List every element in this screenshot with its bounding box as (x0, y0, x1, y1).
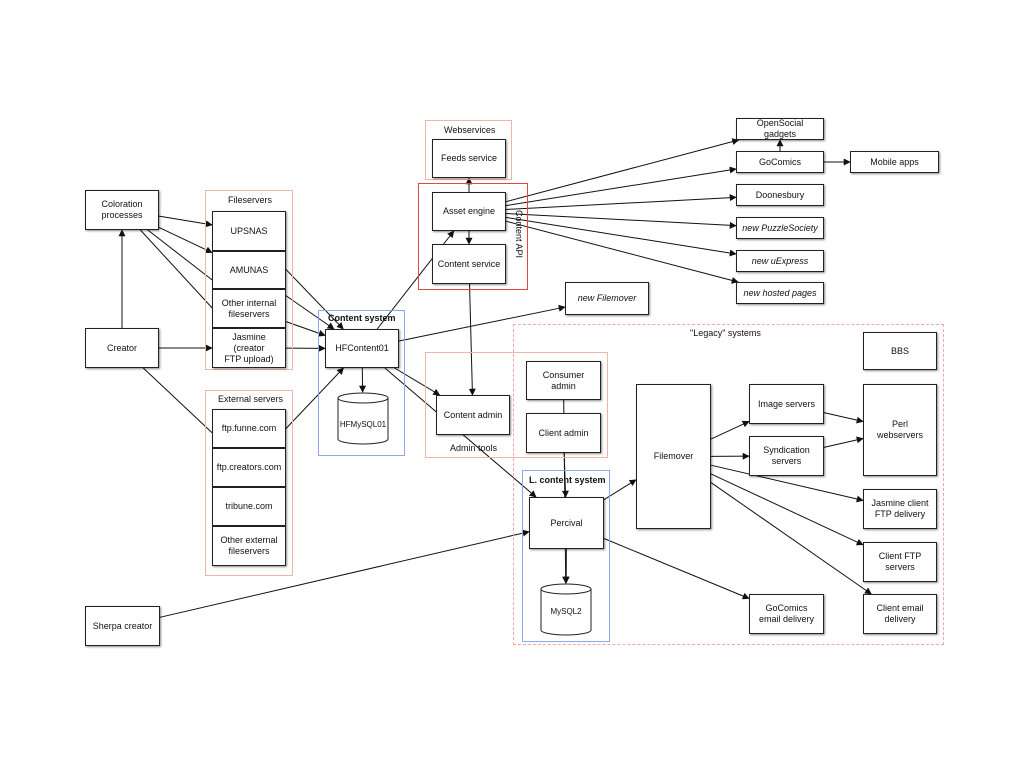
consumer-admin-node[interactable]: Consumer admin (526, 361, 601, 400)
connector-asset_engine-to-doonesbury (505, 194, 737, 211)
l-content-system-group (522, 470, 610, 642)
connector-percival-to-gocomics_email (603, 538, 750, 600)
filemover-node[interactable]: Filemover (636, 384, 711, 529)
connector-filemover-to-client_ftp (710, 473, 864, 546)
fileservers-group (205, 190, 293, 370)
connector-filemover-to-client_email (710, 482, 872, 595)
gocomics-email-delivery-node[interactable]: GoComics email delivery (749, 594, 824, 634)
gocomics-node[interactable]: GoComics (736, 151, 824, 173)
legacy-systems-group-label: "Legacy" systems (690, 328, 761, 338)
jasmine-creator-ftp-upload-node[interactable]: Jasmine (creator FTP upload) (212, 328, 286, 368)
hfmysql01-label: HFMySQL01 (339, 420, 387, 429)
sherpa-creator-node[interactable]: Sherpa creator (85, 606, 160, 646)
hfcontent01-node[interactable]: HFContent01 (325, 329, 399, 368)
external-servers-group-label: External servers (218, 394, 284, 404)
connector-coloration-to-amunas (158, 227, 213, 253)
amunas-node[interactable]: AMUNAS (212, 251, 286, 289)
content-system-group (318, 310, 405, 456)
image-servers-node[interactable]: Image servers (749, 384, 824, 424)
webservices-group (425, 120, 512, 180)
content-service-node[interactable]: Content service (432, 244, 506, 284)
content-api-group (418, 183, 528, 290)
jasmine-client-ftp-delivery-node[interactable]: Jasmine client FTP delivery (863, 489, 937, 529)
other-external-fileservers-node[interactable]: Other external fileservers (212, 526, 286, 566)
new-hosted-pages-node[interactable]: new hosted pages (736, 282, 824, 304)
connector-coloration-to-upsnas (158, 215, 213, 228)
connector-asset_engine-to-gocomics (505, 166, 737, 207)
mysql2-database[interactable]: MySQL2 (540, 583, 592, 637)
connector-hfcontent-to-content_admin (394, 367, 441, 396)
coloration-processes-node[interactable]: Coloration processes (85, 190, 159, 230)
admin-tools-group (425, 352, 608, 458)
client-admin-node[interactable]: Client admin (526, 413, 601, 453)
client-ftp-servers-node[interactable]: Client FTP servers (863, 542, 937, 582)
admin-tools-group-label: Admin tools (450, 443, 498, 453)
webservices-group-label: Webservices (444, 125, 496, 135)
new-puzzlesociety-node[interactable]: new PuzzleSociety (736, 217, 824, 239)
fileservers-group-label: Fileservers (228, 195, 273, 205)
ftp-creators-node[interactable]: ftp.creators.com (212, 448, 286, 487)
mysql2-label: MySQL2 (550, 607, 582, 616)
content-admin-node[interactable]: Content admin (436, 395, 510, 435)
connector-filemover-to-image_servers (710, 420, 750, 440)
doonesbury-node[interactable]: Doonesbury (736, 184, 824, 206)
database-cylinder-icon (337, 392, 389, 445)
new-uexpress-node[interactable]: new uExpress (736, 250, 824, 272)
connector-hfcontent-to-new_filemover (398, 304, 566, 342)
asset-engine-node[interactable]: Asset engine (432, 192, 506, 231)
hfmysql01-database[interactable]: HFMySQL01 (337, 392, 389, 446)
l-content-system-group-label: L. content system (529, 475, 606, 485)
new-filemover-node[interactable]: new Filemover (565, 282, 649, 315)
external-servers-group (205, 390, 293, 576)
connector-coloration-to-other_internal (147, 229, 225, 290)
feeds-service-node[interactable]: Feeds service (432, 139, 506, 178)
mobile-apps-node[interactable]: Mobile apps (850, 151, 939, 173)
percival-node[interactable]: Percival (529, 497, 604, 549)
connector-asset_engine-to-opensocial (505, 138, 740, 203)
upsnas-node[interactable]: UPSNAS (212, 211, 286, 251)
connector-asset_engine-to-hosted (505, 220, 739, 284)
content-api-group-label: Content API (514, 210, 524, 259)
connector-image_servers-to-perl (823, 412, 864, 424)
syndication-servers-node[interactable]: Syndication servers (749, 436, 824, 476)
legacy-systems-group (513, 324, 944, 645)
connector-asset_engine-to-uexpress (505, 216, 737, 257)
perl-webservers-node[interactable]: Perl webservers (863, 384, 937, 476)
content-system-group-label: Content system (328, 313, 396, 323)
creator-node[interactable]: Creator (85, 328, 159, 368)
opensocial-gadgets-node[interactable]: OpenSocial gadgets (736, 118, 824, 140)
connector-asset_engine-to-puzzlesociety (505, 212, 737, 229)
database-cylinder-icon (540, 583, 592, 636)
other-internal-fileservers-node[interactable]: Other internal fileservers (212, 289, 286, 328)
connector-filemover-to-jasmine_client (710, 464, 864, 503)
ftp-funne-node[interactable]: ftp.funne.com (212, 409, 286, 448)
tribune-node[interactable]: tribune.com (212, 487, 286, 526)
client-email-delivery-node[interactable]: Client email delivery (863, 594, 937, 634)
connector-syndication-to-perl (823, 436, 864, 448)
connector-sherpa-to-percival (159, 529, 530, 618)
bbs-node[interactable]: BBS (863, 332, 937, 370)
connector-content_service-to-content_admin (468, 283, 476, 396)
